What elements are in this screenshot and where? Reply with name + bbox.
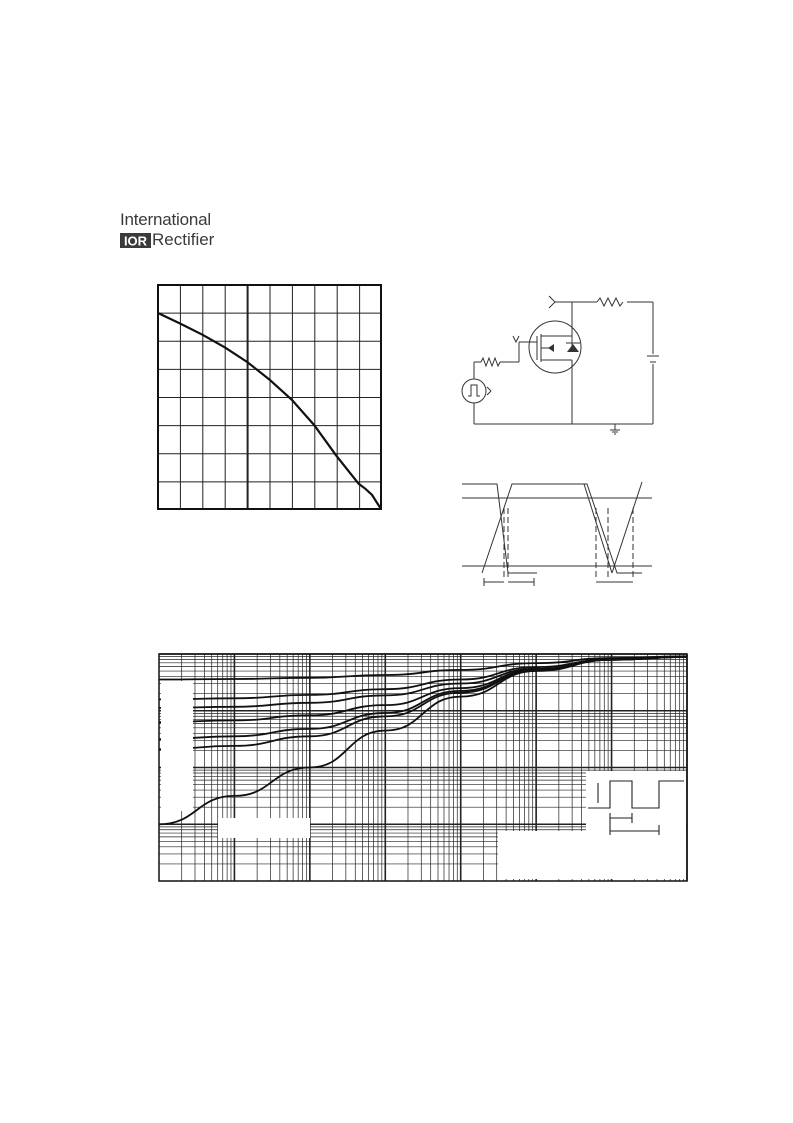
mosfet-arrow-icon <box>548 344 554 352</box>
brand-name-line2: Rectifier <box>152 230 215 249</box>
annotation-area <box>218 818 310 838</box>
drain-marker <box>548 295 556 309</box>
vgs-waveform <box>481 483 642 574</box>
chart-series <box>157 312 382 510</box>
series-line <box>158 655 688 826</box>
chart-series <box>158 655 688 826</box>
gate-resistor-icon <box>480 356 501 368</box>
chart-border <box>157 284 382 510</box>
series-line <box>158 655 688 681</box>
duty-cycle-inset <box>586 771 686 835</box>
pulse-generator-icon <box>461 378 487 404</box>
transient-thermal-impedance-chart <box>158 653 688 882</box>
load-resistor-icon <box>596 296 624 308</box>
switching-test-circuit-diagram <box>461 295 659 435</box>
chart-frame <box>158 653 688 882</box>
switching-waveform-diagram <box>462 481 652 586</box>
chart-frame <box>157 284 382 510</box>
chart-grid <box>158 285 382 510</box>
ior-logo-icon: IOR <box>120 233 151 249</box>
svg-text:IOR: IOR <box>124 234 148 249</box>
gate-marker <box>512 335 520 344</box>
series-label-area <box>161 681 193 811</box>
company-logo: International IOR Rectifier <box>118 208 218 252</box>
notes-area <box>498 831 686 879</box>
mosfet-icon <box>528 320 582 374</box>
vds-waveform <box>583 483 613 574</box>
brand-name-line1: International <box>120 210 211 229</box>
body-diode-icon <box>567 344 579 352</box>
series-line <box>157 312 382 510</box>
vds-waveform <box>611 481 643 574</box>
vgs-waveform <box>462 483 537 574</box>
derating-curve-chart <box>157 284 382 510</box>
